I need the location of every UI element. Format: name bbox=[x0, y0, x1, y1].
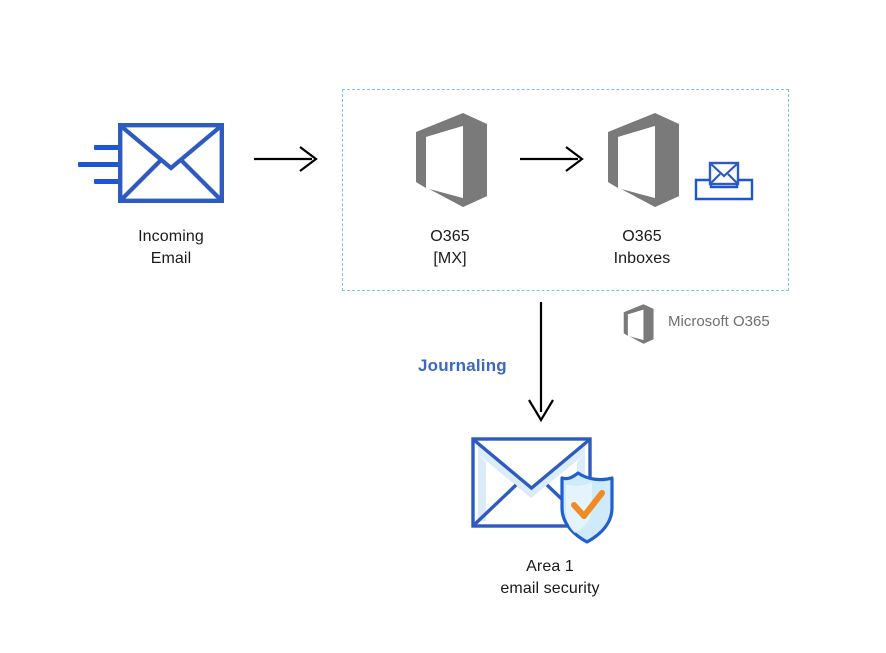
arrow-incoming-to-mx-icon bbox=[254, 146, 318, 172]
motion-lines-icon bbox=[78, 145, 120, 184]
inbox-tray-icon bbox=[694, 161, 754, 201]
office365-inboxes-logo-icon bbox=[608, 113, 679, 207]
o365-mx-label: O365 [MX] bbox=[430, 228, 470, 267]
incoming-email-label: Incoming Email bbox=[138, 228, 204, 267]
legend-item-label-microsoft-o365: Microsoft O365 bbox=[668, 313, 770, 330]
arrow-mx-to-inboxes-icon bbox=[520, 146, 584, 172]
office365-mx-logo-icon bbox=[416, 113, 487, 207]
o365-inboxes-label: O365 Inboxes bbox=[613, 228, 671, 267]
area1-label: Area 1 email security bbox=[500, 558, 600, 597]
office365-zone-boundary bbox=[342, 89, 789, 291]
shielded-envelope-icon bbox=[471, 437, 614, 544]
legend-office365-logo-icon bbox=[623, 304, 654, 344]
journaling-edge-label: Journaling bbox=[418, 356, 507, 375]
envelope-icon bbox=[118, 123, 224, 203]
arrow-journaling-down-icon bbox=[528, 302, 554, 423]
